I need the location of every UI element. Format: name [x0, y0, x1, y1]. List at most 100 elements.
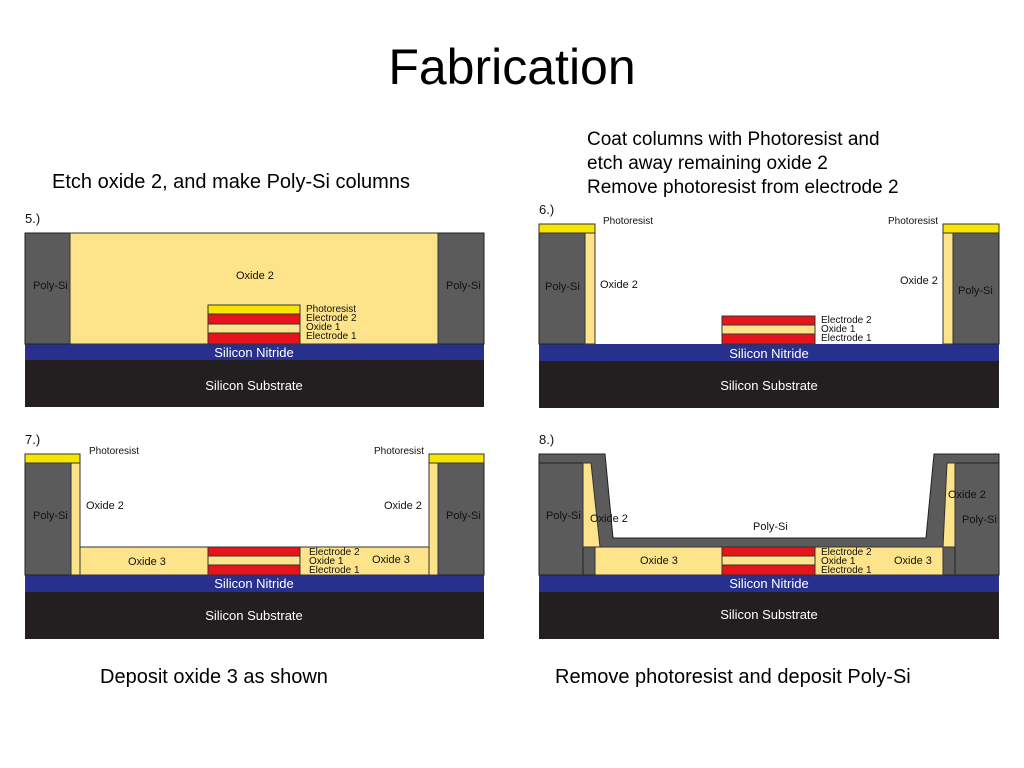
label-oxide2-left: Oxide 2 — [600, 279, 638, 291]
label-photoresist-left: Photoresist — [89, 446, 139, 457]
label-poly-si-right: Poly-Si — [446, 280, 481, 292]
label-poly-si-center: Poly-Si — [753, 521, 788, 533]
label-oxide3-right: Oxide 3 — [372, 554, 410, 566]
label-electrode2: Electrode 2 — [309, 547, 360, 558]
label-poly-si-left: Poly-Si — [545, 281, 580, 293]
label-oxide2-left: Oxide 2 — [590, 513, 628, 525]
silicon-substrate-layer — [539, 592, 999, 639]
photoresist-cap-right — [942, 223, 1000, 234]
oxide2-sidewall-right — [942, 232, 954, 345]
label-electrode1: Electrode 1 — [309, 565, 360, 576]
label-oxide1: Oxide 1 — [309, 556, 344, 567]
caption-step7: Deposit oxide 3 as shown — [100, 666, 328, 688]
photoresist-cap-right — [428, 453, 485, 464]
panel-step8: 8.) Poly-Si Poly-Si Poly-Si Oxide 2 Oxid… — [538, 432, 1000, 639]
label-poly-si-right: Poly-Si — [962, 514, 997, 526]
label-silicon-nitride: Silicon Nitride — [214, 345, 293, 360]
label-silicon-substrate: Silicon Substrate — [720, 378, 818, 393]
caption-step6-line2: etch away remaining oxide 2 — [587, 153, 828, 174]
oxide2-sidewall-right — [428, 462, 439, 576]
label-silicon-substrate: Silicon Substrate — [205, 608, 303, 623]
oxide1-layer — [207, 555, 301, 566]
label-electrode2: Electrode 2 — [821, 315, 872, 326]
photoresist-cap-left — [24, 453, 81, 464]
label-electrode1: Electrode 1 — [821, 565, 872, 576]
label-silicon-nitride: Silicon Nitride — [729, 576, 808, 591]
caption-step6-line3: Remove photoresist from electrode 2 — [587, 177, 899, 198]
label-silicon-nitride: Silicon Nitride — [729, 346, 808, 361]
photoresist-cap-left — [538, 223, 596, 234]
page-title: Fabrication — [388, 39, 636, 95]
poly-si-column-left — [538, 462, 584, 576]
oxide1-layer — [207, 323, 301, 334]
photoresist-layer — [207, 304, 301, 315]
silicon-substrate-layer — [25, 592, 484, 639]
label-oxide2-right: Oxide 2 — [384, 500, 422, 512]
poly-si-column-right — [437, 232, 485, 345]
electrode1-layer — [721, 564, 816, 576]
label-oxide2-left: Oxide 2 — [86, 500, 124, 512]
caption-step8: Remove photoresist and deposit Poly-Si — [555, 666, 911, 688]
poly-si-column-left — [24, 232, 71, 345]
electrode2-layer — [207, 313, 301, 325]
electrode2-layer — [721, 546, 816, 557]
label-silicon-substrate: Silicon Substrate — [205, 378, 303, 393]
label-silicon-nitride: Silicon Nitride — [214, 576, 293, 591]
label-photoresist: Photoresist — [306, 304, 356, 315]
label-poly-si-right: Poly-Si — [446, 510, 481, 522]
poly-si-column-right — [952, 232, 1000, 345]
label-electrode1: Electrode 1 — [306, 331, 357, 342]
panel-step7: 7.) Poly-Si Poly-Si Oxide 2 Oxide 2 Oxid… — [24, 432, 485, 639]
silicon-nitride-layer — [25, 575, 484, 592]
electrode1-layer — [721, 333, 816, 345]
silicon-substrate-layer — [25, 360, 484, 407]
poly-si-column-left — [538, 232, 586, 345]
silicon-substrate-layer — [539, 361, 999, 408]
step-label-6: 6.) — [539, 202, 554, 217]
step-label-5: 5.) — [25, 211, 40, 226]
label-oxide3-left: Oxide 3 — [640, 555, 678, 567]
label-poly-si-left: Poly-Si — [33, 280, 68, 292]
label-oxide3-right: Oxide 3 — [894, 555, 932, 567]
electrode1-layer — [207, 564, 301, 576]
panel-step6: 6.) Poly-Si Poly-Si Oxide 2 Oxide 2 Phot… — [538, 202, 1000, 408]
panel-step5: 5.) Poly-Si Poly-Si Oxide 2 Photoresist … — [24, 211, 485, 407]
label-silicon-substrate: Silicon Substrate — [720, 607, 818, 622]
label-poly-si-left: Poly-Si — [33, 510, 68, 522]
label-electrode2: Electrode 2 — [306, 313, 357, 324]
label-electrode1: Electrode 1 — [821, 333, 872, 344]
label-poly-si-right: Poly-Si — [958, 285, 993, 297]
caption-step6-line1: Coat columns with Photoresist and — [587, 129, 880, 150]
oxide2-sidewall-left — [584, 232, 596, 345]
label-photoresist-left: Photoresist — [603, 216, 653, 227]
label-oxide2-right: Oxide 2 — [900, 275, 938, 287]
silicon-nitride-layer — [25, 344, 484, 360]
label-oxide1: Oxide 1 — [821, 324, 856, 335]
poly-si-column-right — [437, 462, 485, 576]
oxide2-sidewall-left — [70, 462, 81, 576]
oxide1-layer — [721, 555, 816, 566]
label-oxide2-right: Oxide 2 — [948, 489, 986, 501]
label-oxide1: Oxide 1 — [306, 322, 341, 333]
label-oxide1: Oxide 1 — [821, 556, 856, 567]
poly-si-column-left — [24, 462, 72, 576]
caption-step6: Coat columns with Photoresist and etch a… — [587, 128, 899, 200]
silicon-nitride-layer — [539, 344, 999, 361]
oxide1-layer — [721, 324, 816, 335]
silicon-nitride-layer — [539, 575, 999, 592]
label-oxide2: Oxide 2 — [236, 270, 274, 282]
label-oxide3-left: Oxide 3 — [128, 556, 166, 568]
oxide2-sidewall-right — [942, 462, 956, 548]
poly-si-column-right — [954, 462, 1000, 576]
step-label-8: 8.) — [539, 432, 554, 447]
caption-step5: Etch oxide 2, and make Poly-Si columns — [52, 171, 410, 193]
step-label-7: 7.) — [25, 432, 40, 447]
label-electrode2: Electrode 2 — [821, 547, 872, 558]
label-photoresist-right: Photoresist — [374, 446, 424, 457]
label-poly-si-left: Poly-Si — [546, 510, 581, 522]
electrode1-layer — [207, 332, 301, 345]
label-photoresist-right: Photoresist — [888, 216, 938, 227]
electrode2-layer — [721, 315, 816, 326]
electrode2-layer — [207, 546, 301, 557]
